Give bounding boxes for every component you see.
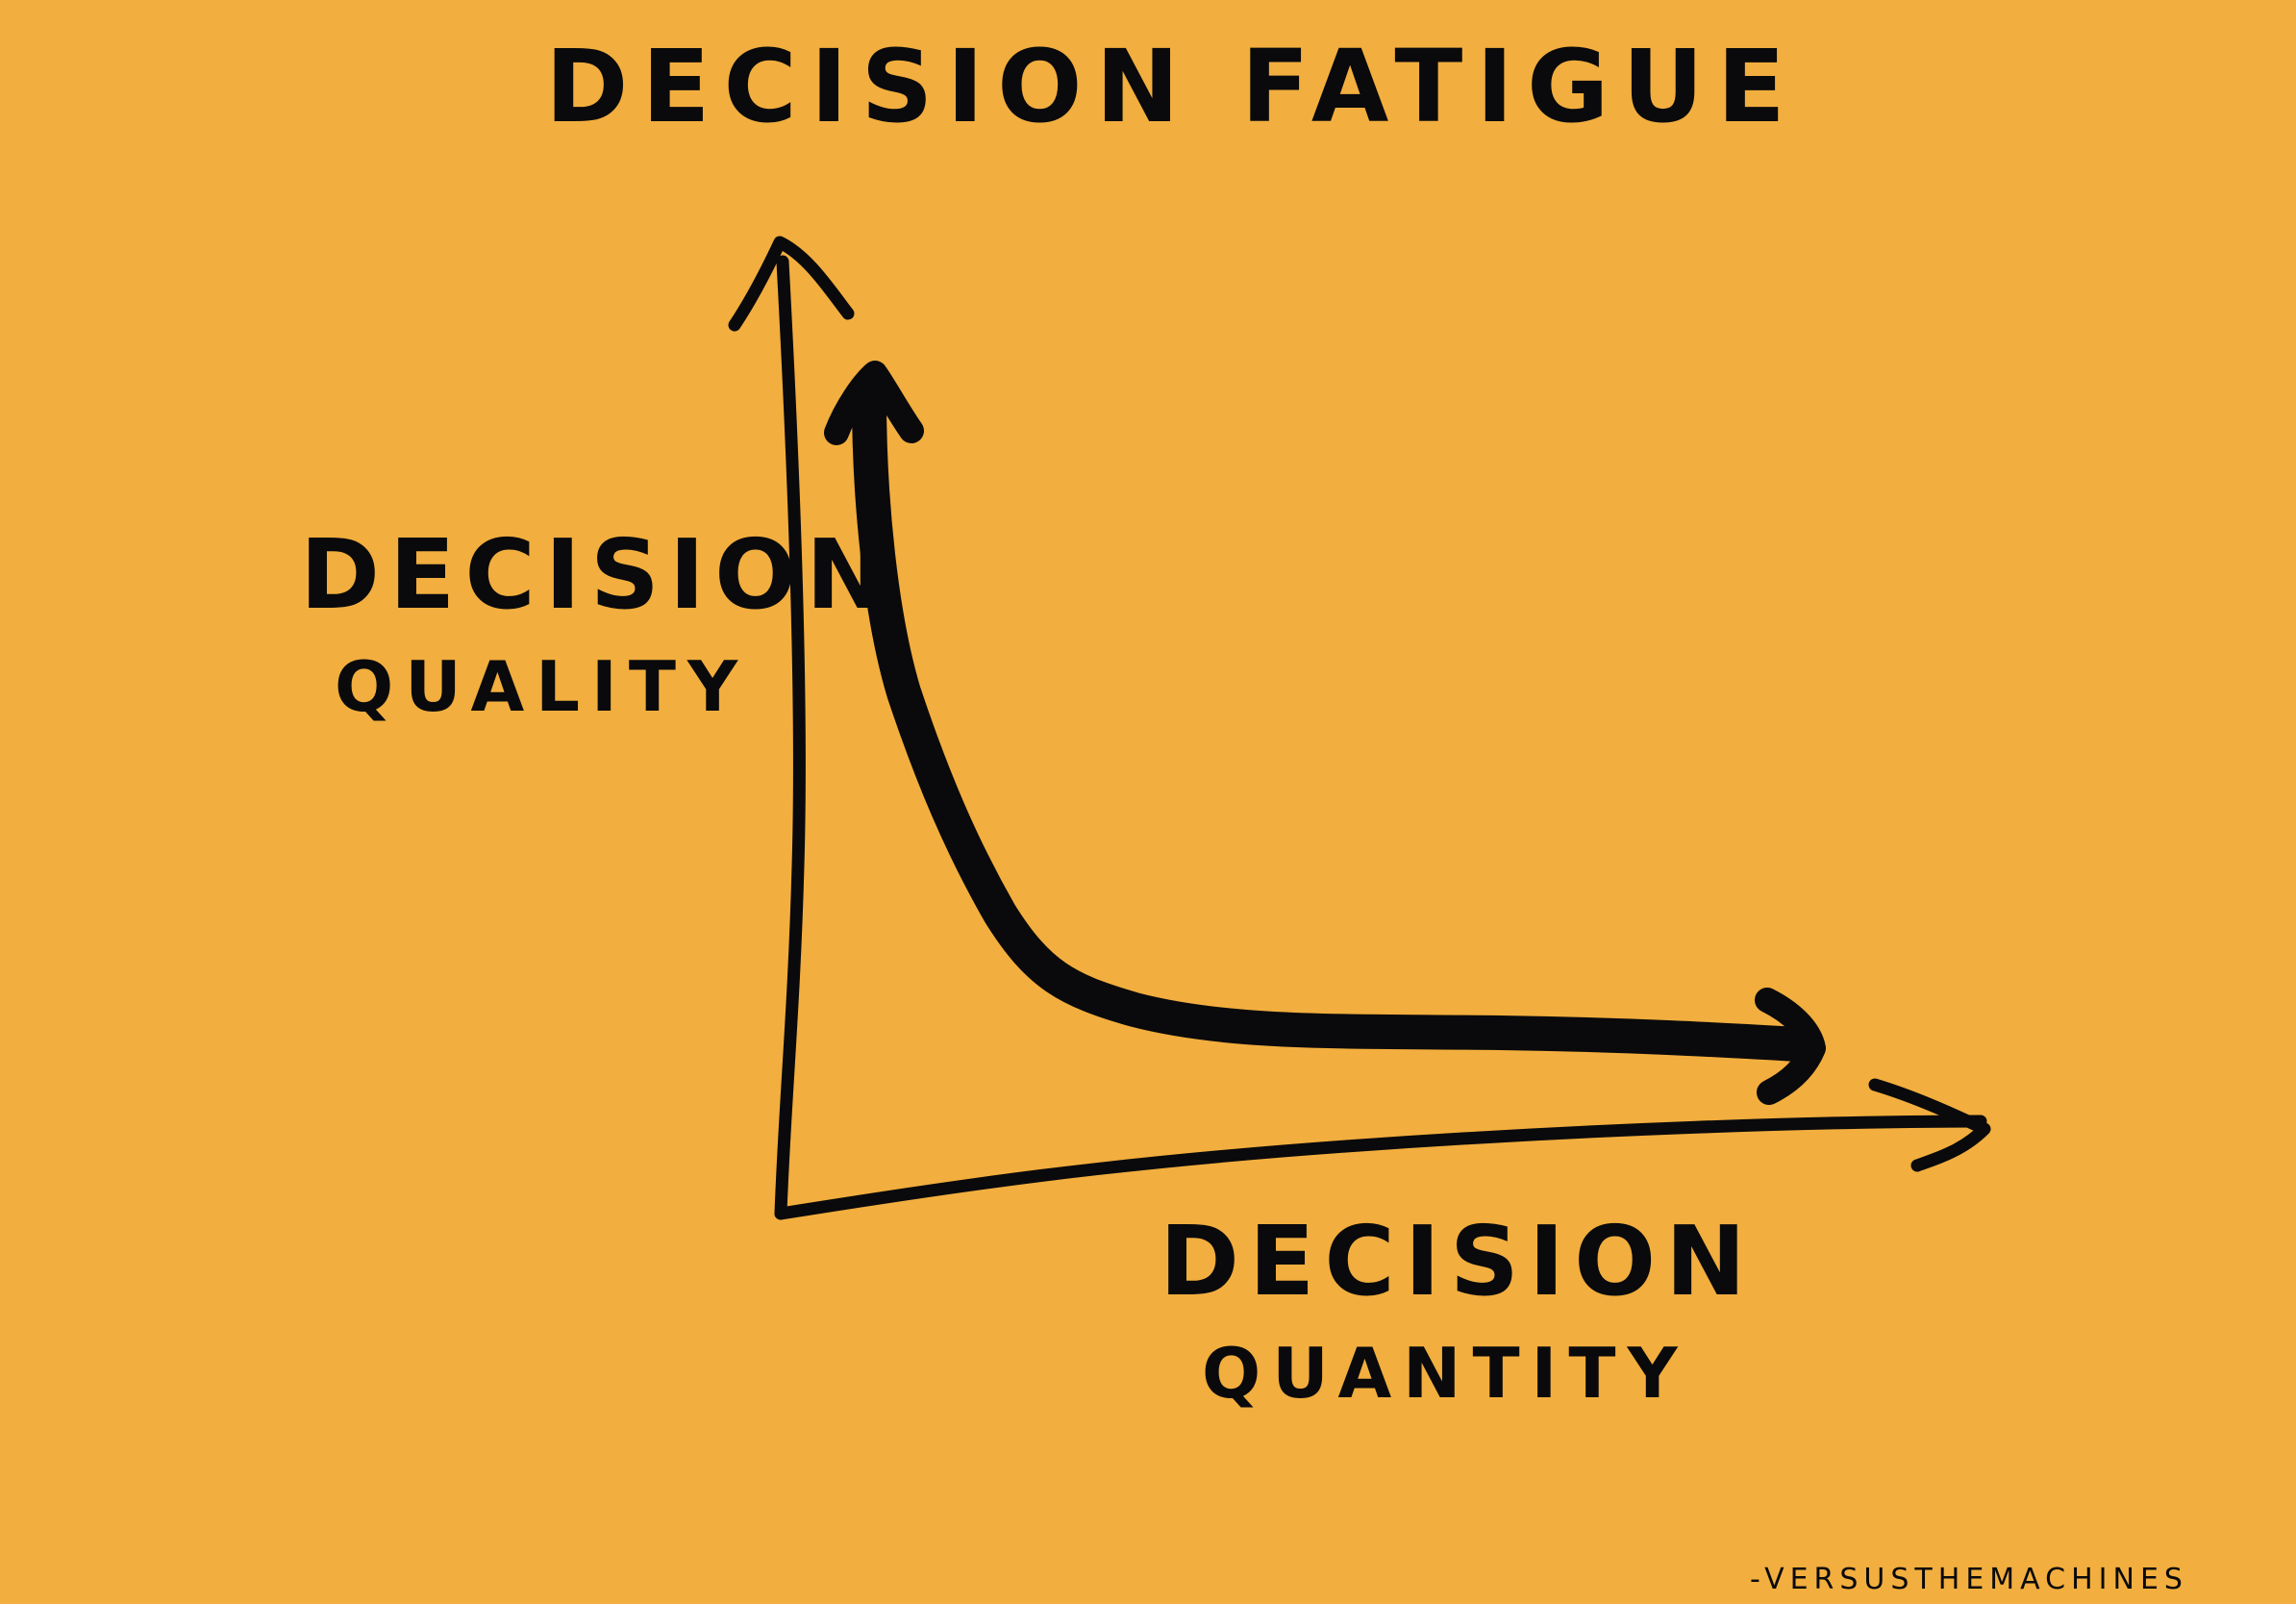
fatigue-curve-end-arrowhead: [1755, 988, 1826, 1105]
y-axis-label-line2: Quality: [335, 646, 750, 727]
x-axis-label-line2: Quantity: [1202, 1333, 1689, 1414]
y-axis-label-line1: Decision: [300, 518, 896, 631]
y-axis-line: [774, 255, 806, 1220]
diagram-title: Decision Fatigue: [545, 28, 1799, 145]
x-axis-arrowhead: [1868, 1078, 1991, 1172]
author-credit: -versusthemachines: [1750, 1563, 2188, 1596]
fatigue-curve-start-arrowhead: [824, 361, 924, 445]
x-axis-label-line1: Decision: [1160, 1205, 1756, 1317]
fatigue-curve: [852, 381, 1815, 1062]
x-axis-label: Decision Quantity: [1160, 1205, 1756, 1414]
x-axis-line: [774, 1115, 1987, 1220]
y-axis-arrowhead: [728, 236, 855, 332]
y-axis-label: Decision Quality: [300, 518, 896, 727]
